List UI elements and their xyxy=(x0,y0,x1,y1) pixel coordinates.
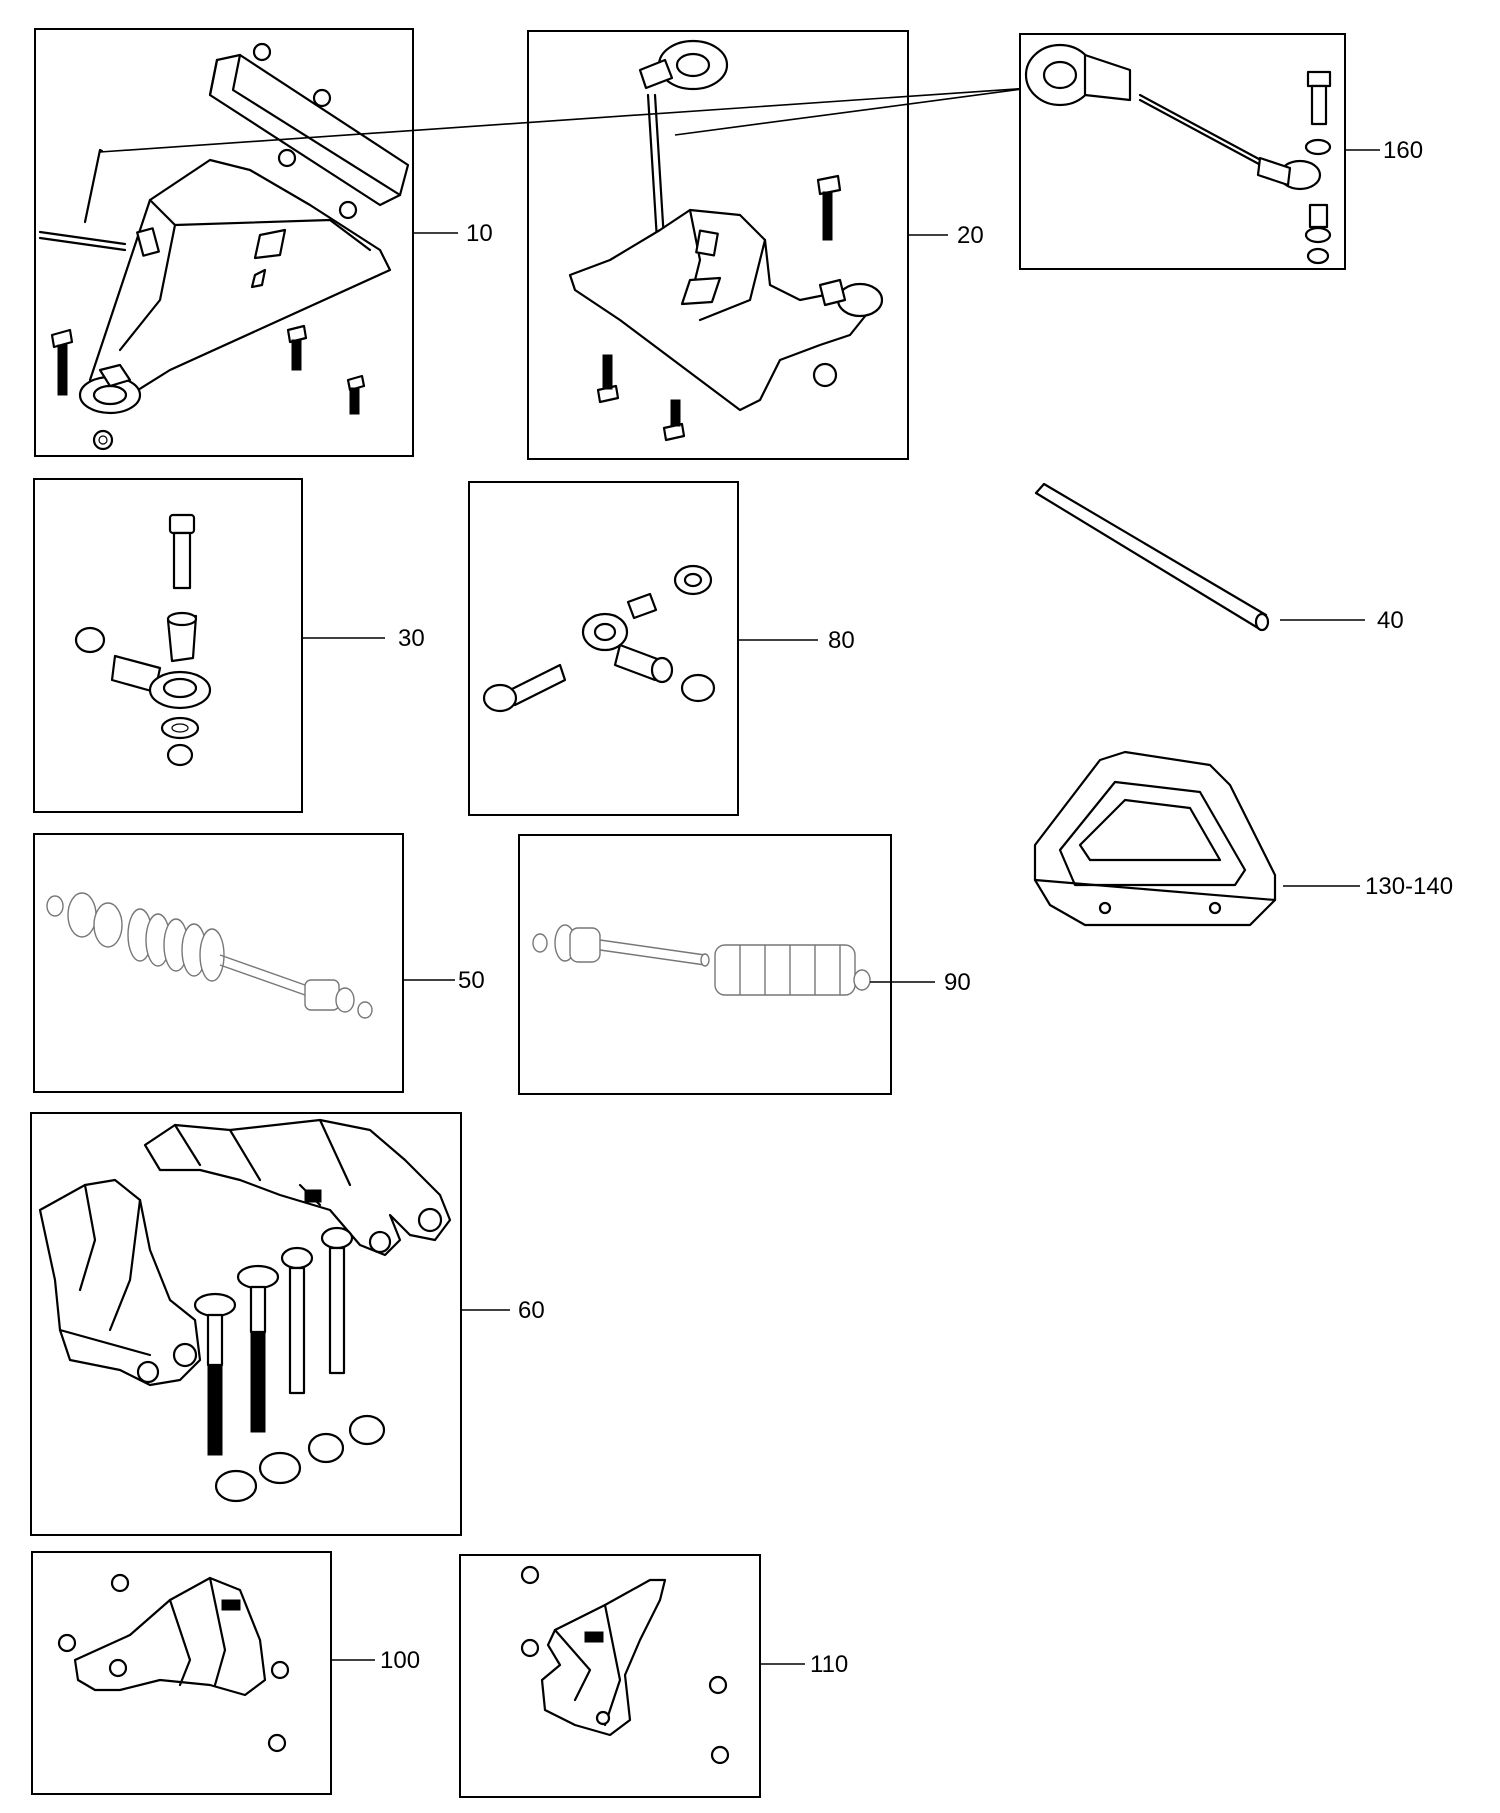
callout-40: 40 xyxy=(1377,607,1404,634)
callout-30: 30 xyxy=(398,625,425,652)
part-50-drawing xyxy=(46,892,373,1019)
part-130-140-drawing xyxy=(1033,750,1277,927)
callout-100: 100 xyxy=(380,1647,420,1674)
part-160-drawing xyxy=(1024,43,1332,265)
part-20-drawing xyxy=(568,39,884,442)
callout-130-140: 130-140 xyxy=(1365,873,1453,900)
part-110-drawing xyxy=(520,1565,730,1765)
callout-80: 80 xyxy=(828,627,855,654)
panel-110: 110 xyxy=(459,1554,848,1798)
part-60-drawing xyxy=(38,1118,452,1503)
panel-10: 10 xyxy=(34,28,493,457)
part-10-drawing xyxy=(38,42,410,451)
part-40-drawing xyxy=(1034,482,1268,630)
panel-80: 80 xyxy=(468,481,855,816)
part-40: 40 xyxy=(1034,482,1404,634)
panel-30: 30 xyxy=(33,478,425,813)
panel-20: 20 xyxy=(527,30,984,460)
callout-10: 10 xyxy=(466,220,493,247)
panel-50: 50 xyxy=(33,833,485,1093)
callout-90: 90 xyxy=(944,969,971,996)
panel-100: 100 xyxy=(31,1551,420,1795)
callout-60: 60 xyxy=(518,1297,545,1324)
part-80-drawing xyxy=(482,564,716,713)
callout-20: 20 xyxy=(957,222,984,249)
part-30-drawing xyxy=(74,513,212,767)
part-90-drawing xyxy=(532,924,871,996)
callout-160: 160 xyxy=(1383,137,1423,164)
callout-110: 110 xyxy=(810,1651,848,1678)
part-100-drawing xyxy=(57,1573,290,1753)
panel-90: 90 xyxy=(518,834,971,1095)
panel-60: 60 xyxy=(30,1112,545,1536)
callout-50: 50 xyxy=(458,967,485,994)
panel-160: 160 xyxy=(1019,33,1423,270)
cross-leader-20 xyxy=(674,87,1031,136)
cross-leader-10 xyxy=(99,87,1031,153)
part-130-140: 130-140 xyxy=(1033,750,1453,927)
